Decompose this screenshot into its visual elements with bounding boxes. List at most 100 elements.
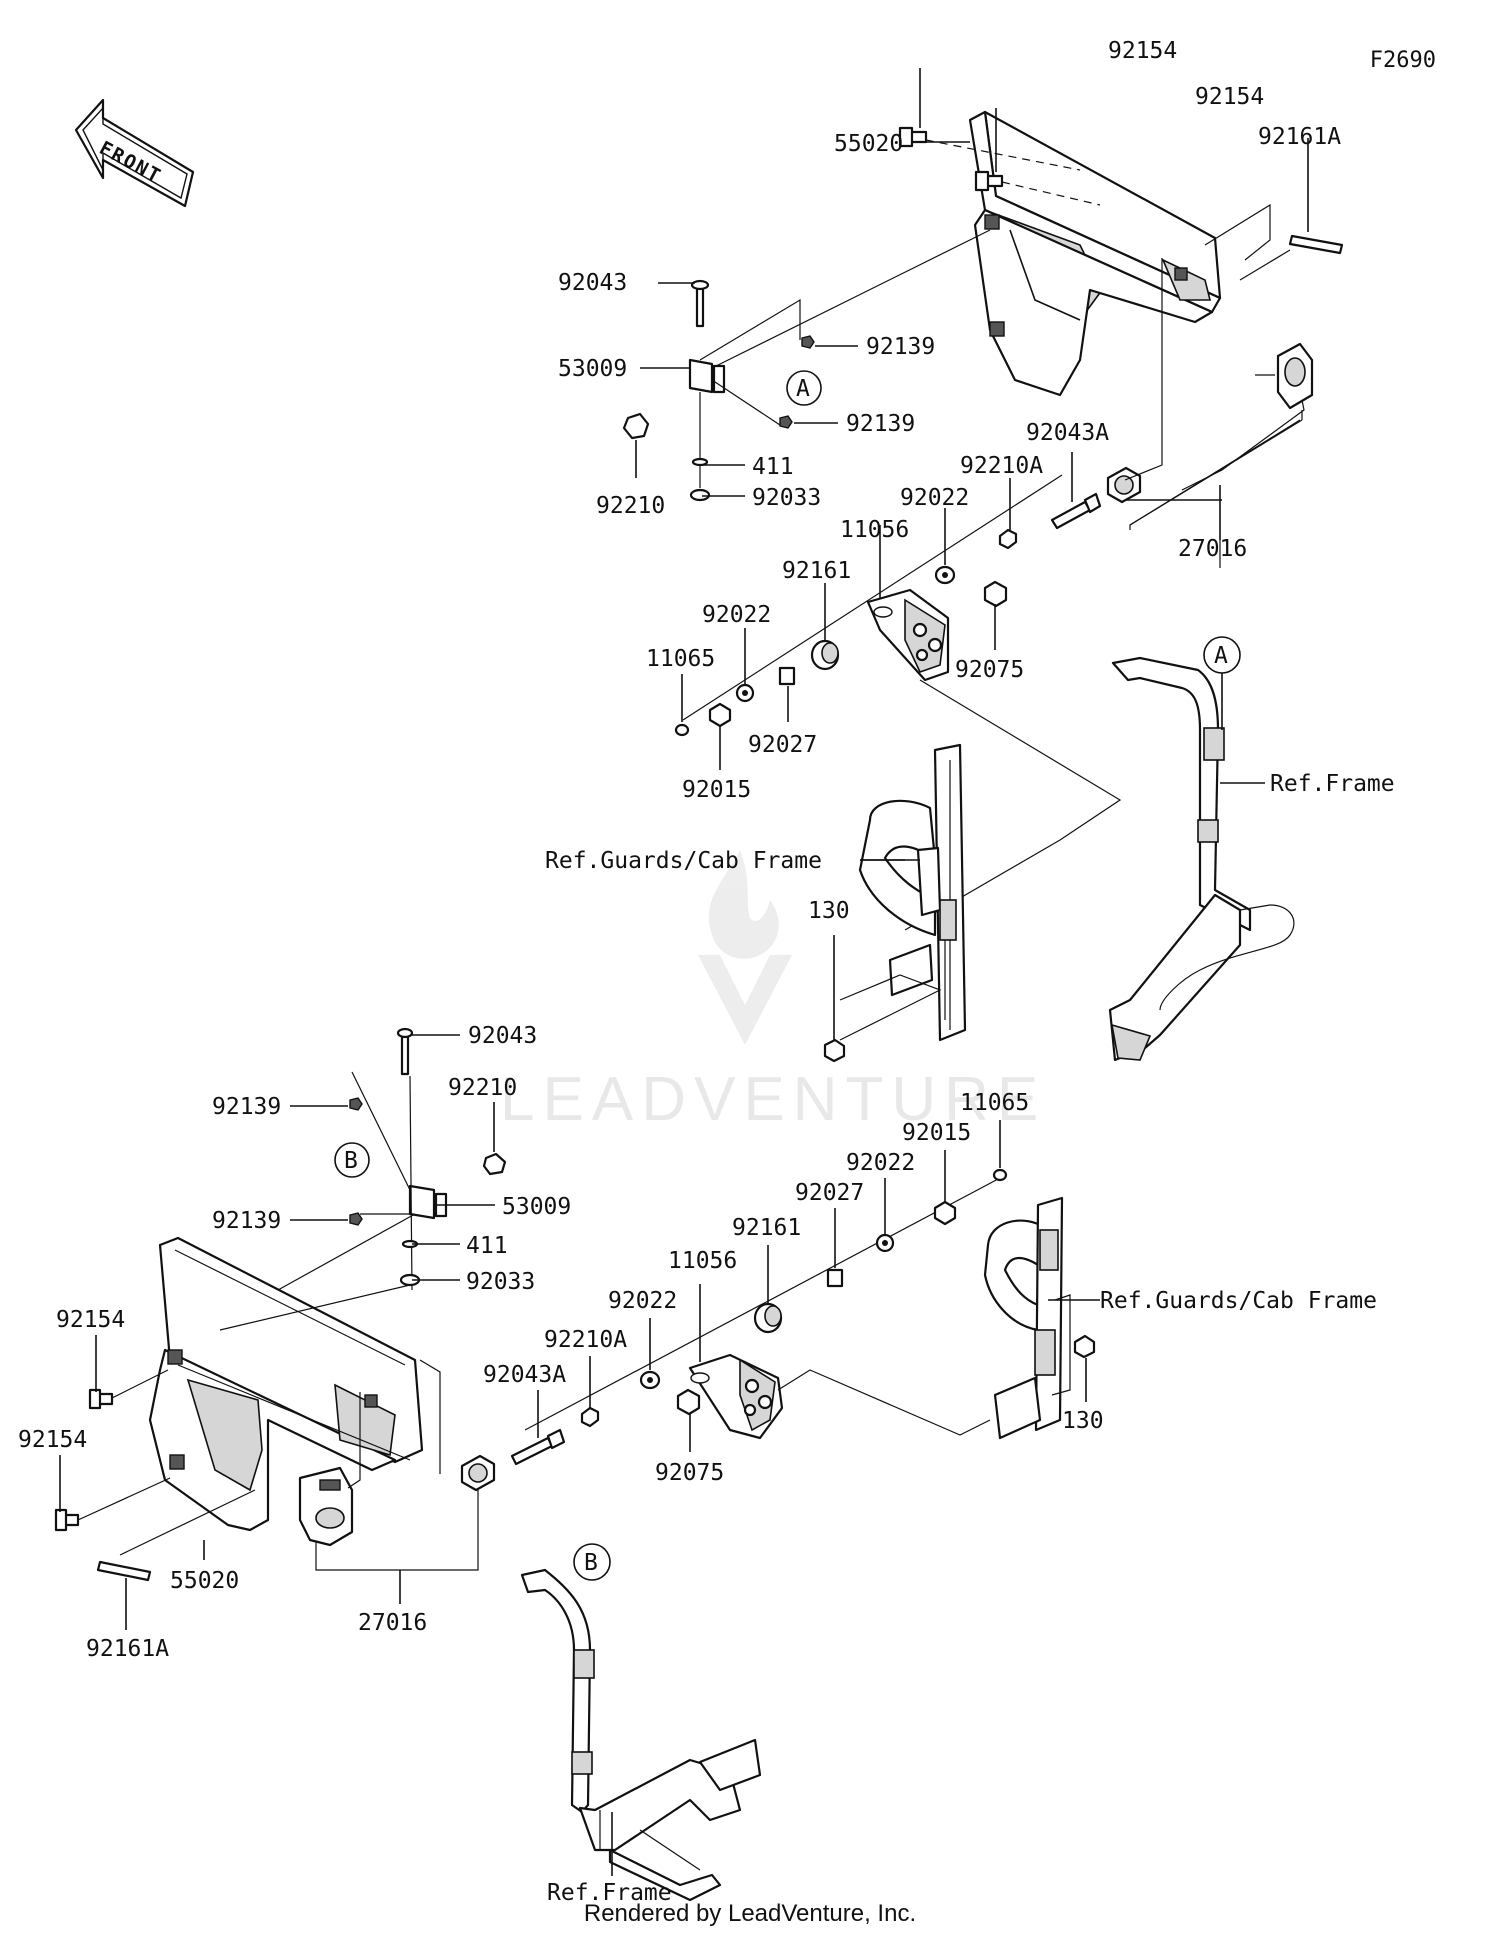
marker-a-top: A: [786, 370, 822, 406]
callout-92154-t2: 92154: [1195, 84, 1264, 110]
fender-55020-top: [968, 110, 1222, 397]
bolt-92154-bot-1: [88, 1335, 169, 1410]
bottom-assembly: B: [18, 1023, 1377, 1906]
diagram-code: F2690: [1369, 48, 1436, 73]
callout-92154-b2: 92154: [18, 1427, 87, 1453]
marker-b-bot: B: [334, 1142, 370, 1178]
bolt-130-bot: [1073, 1334, 1096, 1402]
bolt-92043a-bot: [510, 1390, 566, 1466]
collar-92027-top: [778, 666, 796, 722]
marker-b-frame-label: B: [584, 1550, 598, 1576]
nut-92139-bot-2: [290, 1212, 363, 1226]
ref-frame-top: Ref.Frame: [1270, 771, 1395, 797]
callout-92027-b: 92027: [795, 1180, 864, 1206]
callout-92139-b2: 92139: [212, 1208, 281, 1234]
marker-b-frame: B: [573, 1543, 611, 1581]
cab-frame-top: [1108, 656, 1295, 1062]
washer-92022-bot-1: [639, 1318, 661, 1390]
footer-credit: Rendered by LeadVenture, Inc.: [583, 1900, 917, 1927]
callout-53009-t: 53009: [558, 356, 627, 382]
nut-27016-bot: [315, 1359, 496, 1571]
callout-92075-t: 92075: [955, 657, 1024, 683]
washer-92022-top-1: [934, 508, 956, 585]
callout-92022-t1: 92022: [900, 485, 969, 511]
nut-27016-top: [1106, 466, 1142, 504]
callout-92139-t2: 92139: [846, 411, 915, 437]
nut-92210a-bot: [580, 1356, 600, 1428]
bracket-53009-top: [688, 229, 991, 502]
callout-92043a-t: 92043A: [1026, 420, 1109, 446]
callout-92027-t: 92027: [748, 732, 817, 758]
callout-92043a-b: 92043A: [483, 1362, 566, 1388]
callout-92210-t: 92210: [596, 493, 665, 519]
cab-frame-bot: [520, 1568, 762, 1902]
watermark: LEADVENTURE: [500, 850, 1046, 1134]
callout-92154-b1: 92154: [56, 1307, 125, 1333]
callout-11065-b: 11065: [960, 1090, 1029, 1116]
front-arrow-icon: FRONT: [74, 98, 195, 208]
callout-130-b: 130: [1062, 1408, 1104, 1434]
callout-411-t: 411: [752, 454, 794, 480]
cap-27016-bot: [298, 1392, 401, 1604]
marker-b-label: B: [344, 1148, 358, 1174]
watermark-text: LEADVENTURE: [500, 1065, 1046, 1134]
callout-92154-t1: 92154: [1108, 38, 1177, 64]
fender-55020-bottom: [148, 1236, 424, 1532]
callout-11065-t: 11065: [646, 646, 715, 672]
callout-92015-t: 92015: [682, 777, 751, 803]
bracket-53009-bot: [277, 1027, 448, 1291]
bolt-130-top: [823, 935, 846, 1063]
marker-a-label: A: [796, 376, 810, 402]
callout-92161-t: 92161: [782, 558, 851, 584]
callout-92139-t1: 92139: [866, 334, 935, 360]
callout-92210a-b: 92210A: [544, 1327, 627, 1353]
guard-frame-bot: [983, 1196, 1100, 1440]
nut-92210-top: [622, 412, 650, 478]
nut-92139-bot-1: [290, 1097, 363, 1111]
washer-92022-top-2: [735, 628, 755, 703]
strip-92161a-top: [1204, 138, 1344, 281]
callout-92022-t2: 92022: [702, 602, 771, 628]
callout-92022-b1: 92022: [846, 1150, 915, 1176]
bolt-92043a-top: [1050, 452, 1102, 530]
nut-92139-top-1: [801, 335, 858, 349]
bracket-11056-top: [866, 525, 1122, 931]
callout-92210-b: 92210: [448, 1075, 517, 1101]
callout-55020-t: 55020: [834, 131, 903, 157]
cap-11065-bot: [992, 1120, 1008, 1182]
marker-a-frame: A: [1203, 636, 1241, 730]
strip-92161a-bot: [96, 1489, 256, 1630]
collar-92027-bot: [826, 1208, 844, 1288]
callout-92033-t: 92033: [752, 485, 821, 511]
top-assembly: A: [545, 38, 1395, 1063]
bolt-92154-top-2: [974, 108, 1101, 206]
nut-92075-top: [983, 580, 1008, 650]
bolt-92154-top-1: [898, 68, 1081, 171]
callout-411-b: 411: [466, 1233, 508, 1259]
ref-guards-bot: Ref.Guards/Cab Frame: [1100, 1288, 1377, 1314]
callout-92075-b: 92075: [655, 1460, 724, 1486]
callout-11056-t: 11056: [840, 517, 909, 543]
ref-guards-top: Ref.Guards/Cab Frame: [545, 848, 822, 874]
nut-92015-bot: [933, 1150, 957, 1226]
bracket-11056-bot: [688, 1284, 991, 1440]
callout-27016-t: 27016: [1178, 536, 1247, 562]
nut-92210a-top: [998, 478, 1018, 550]
guard-frame-top: [839, 743, 967, 1042]
callout-130-t: 130: [808, 898, 850, 924]
callout-92161a-b: 92161A: [86, 1636, 169, 1662]
callout-92015-b: 92015: [902, 1120, 971, 1146]
nut-92210-bot: [482, 1102, 507, 1176]
callout-92033-b: 92033: [466, 1269, 535, 1295]
callout-92022-b2: 92022: [608, 1288, 677, 1314]
nut-92075-bot: [676, 1388, 701, 1452]
callout-92161a-t: 92161A: [1258, 124, 1341, 150]
callout-92043-t: 92043: [558, 270, 627, 296]
callout-92161-b: 92161: [732, 1215, 801, 1241]
bushing-92161-bot: [753, 1245, 783, 1334]
callout-53009-b: 53009: [502, 1194, 571, 1220]
nut-92015-top: [708, 702, 732, 770]
nut-92139-top-2: [779, 415, 838, 429]
callout-92210a-t: 92210A: [960, 453, 1043, 479]
